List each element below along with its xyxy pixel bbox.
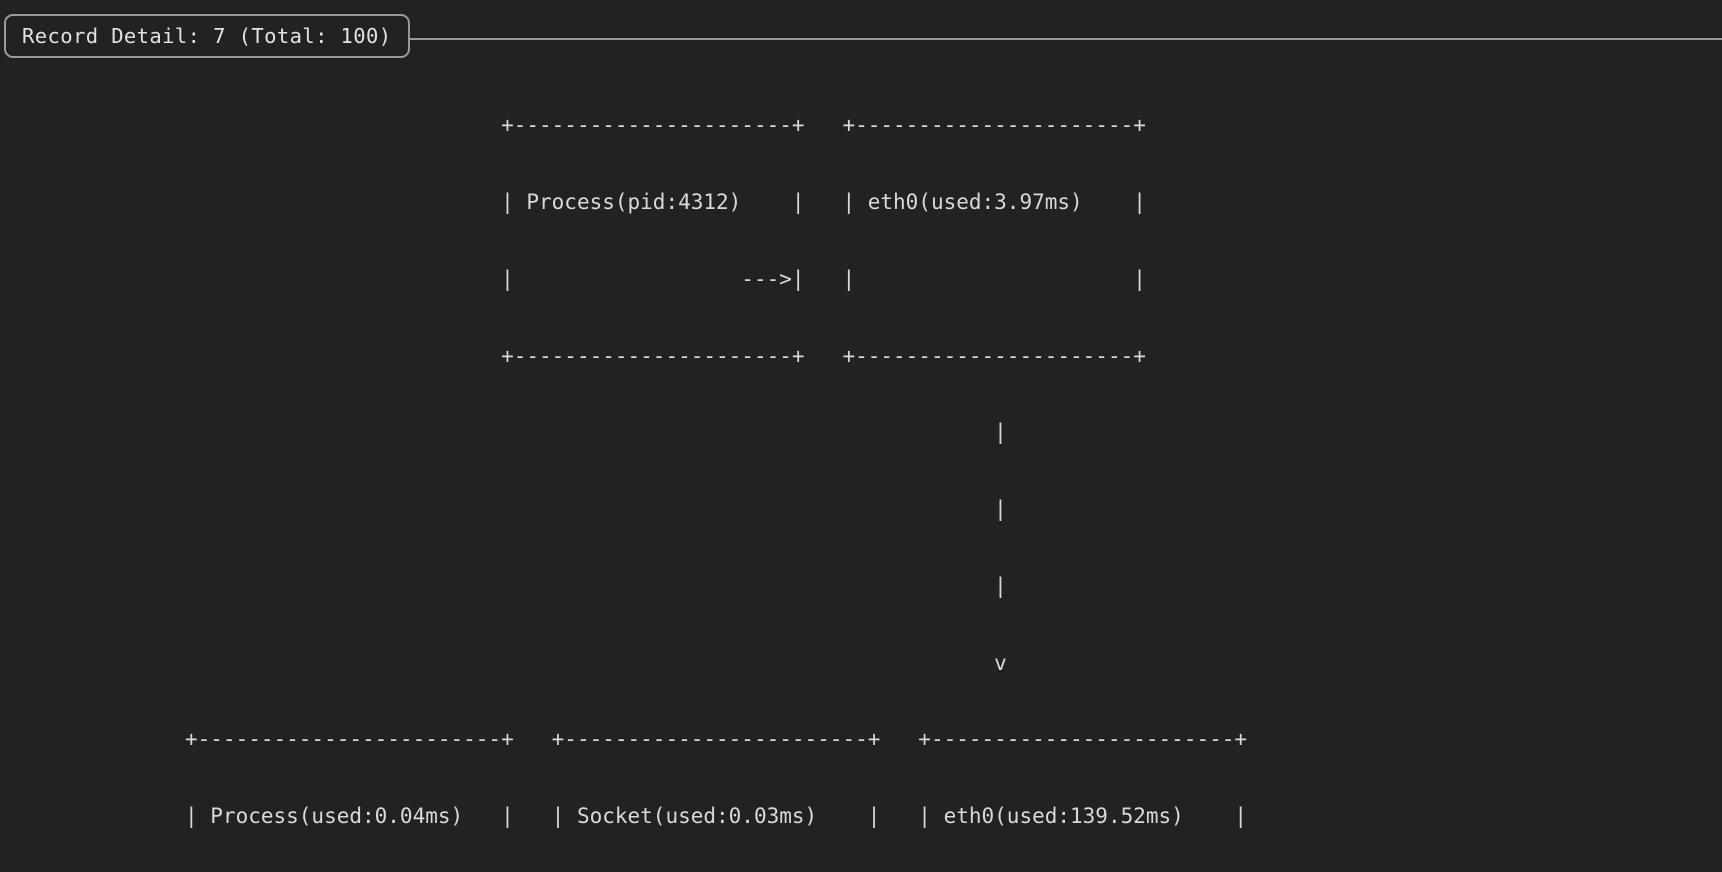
ascii-art-canvas: +----------------------+ +--------------… bbox=[0, 62, 1247, 872]
header-divider-rule bbox=[404, 38, 1722, 40]
ascii-row: | bbox=[8, 573, 1007, 598]
ascii-row: | bbox=[8, 420, 1007, 445]
record-detail-title-box: Record Detail: 7 (Total: 100) bbox=[4, 14, 410, 58]
ascii-row: | bbox=[8, 497, 1007, 522]
ascii-row: +----------------------+ +--------------… bbox=[8, 343, 1146, 368]
ascii-row: +------------------------+ +------------… bbox=[8, 727, 1248, 752]
ascii-row: | --->| | | bbox=[8, 266, 1146, 291]
ascii-row: +----------------------+ +--------------… bbox=[8, 113, 1146, 138]
ascii-flow-diagram: +----------------------+ +--------------… bbox=[0, 62, 1722, 828]
header-bar: Record Detail: 7 (Total: 100) bbox=[0, 0, 1722, 62]
ascii-row: | Process(pid:4312) | | eth0(used:3.97ms… bbox=[8, 189, 1146, 214]
ascii-row: v bbox=[8, 650, 1007, 675]
page-title: Record Detail: 7 (Total: 100) bbox=[22, 23, 392, 48]
ascii-row: | Process(used:0.04ms) | | Socket(used:0… bbox=[8, 804, 1248, 829]
